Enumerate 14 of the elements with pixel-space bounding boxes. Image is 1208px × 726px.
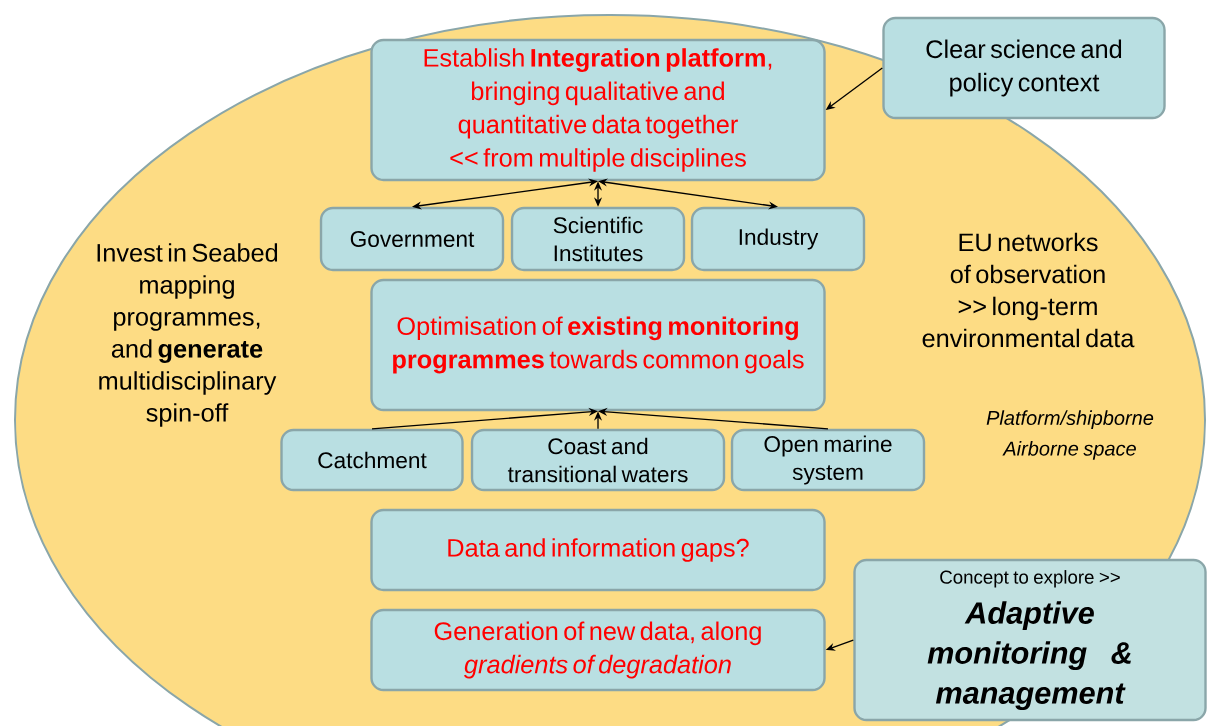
region-note: Invest in Seabed mapping programmes, and generate multidisciplinary spin-off [97,243,278,427]
process-box: Data and information gaps? [370,508,826,592]
region-note: Platform/shipborne Airborne space [986,410,1154,460]
stakeholder-box: Scientific Institutes [510,206,686,272]
process-box: Generation of new data, along gradients of degradation [370,608,826,692]
process-box: Establish Integration platform, bringing qualitative and quantitative data together << from multiple disciplines [370,38,826,182]
stakeholder-box: Government [319,206,505,272]
stakeholder-box: Industry [690,206,866,272]
domain-box: Coast and transitional waters [470,428,726,492]
process-box: Optimisation of existing monitoring programmes towards common goals [370,278,826,412]
domain-box: Open marine system [730,428,926,492]
domain-box: Catchment [280,428,464,492]
context-box: Clear science and policy context [882,16,1166,120]
region-note: EU networks of observation >> long-term environmental data [922,232,1135,348]
